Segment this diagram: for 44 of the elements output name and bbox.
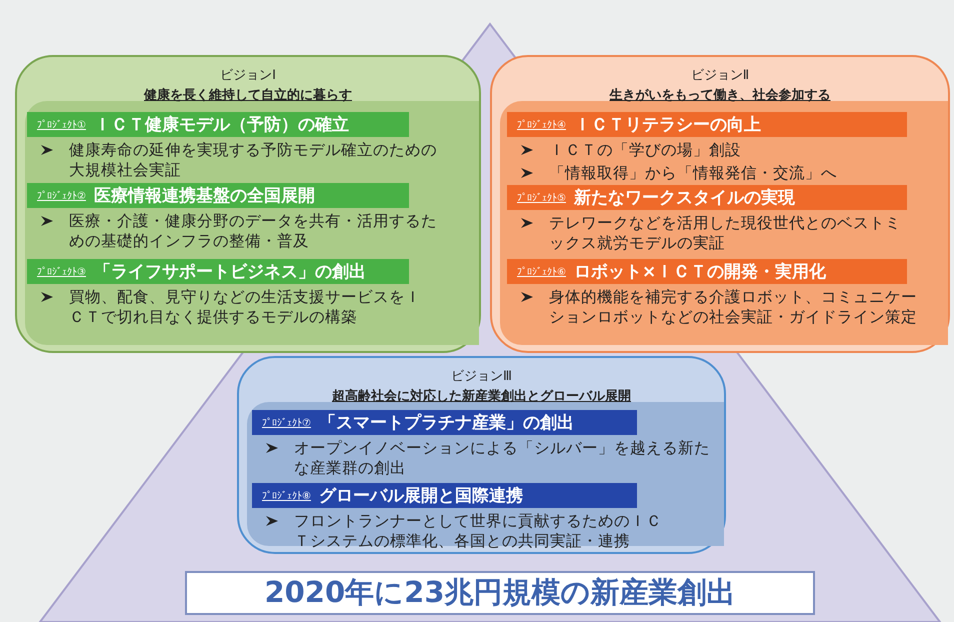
project-number: ﾌﾟﾛｼﾞｪｸﾄ⑦	[262, 416, 311, 428]
project-title: ＩＣＴ健康モデル（予防）の確立	[94, 114, 349, 136]
project-bar	[27, 112, 409, 137]
project-bar	[507, 112, 907, 137]
project-title: 医療情報連携基盤の全国展開	[94, 185, 315, 207]
vision-subtitle: 超高齢社会に対応した新産業創出とグローバル展開	[331, 388, 632, 405]
bullet-text: 「情報取得」から「情報発信・交流」へ	[549, 164, 837, 182]
vision-panel	[237, 356, 726, 554]
project-number: ﾌﾟﾛｼﾞｪｸﾄ⑧	[262, 490, 311, 502]
project-bar	[507, 185, 907, 210]
bullet-text: 身体的機能を補完する介護ロボット、コミュニケーションロボットなどの社会実証・ガイドライン策定	[549, 288, 917, 326]
bullet-text: 健康寿命の延伸を実現する予防モデル確立のための大規模社会実証	[69, 141, 437, 179]
project-title: ロボット×ＩＣＴの開発・実用化	[574, 261, 826, 283]
project-number: ﾌﾟﾛｼﾞｪｸﾄ①	[37, 118, 86, 130]
project-title: グローバル展開と国際連携	[318, 485, 523, 507]
project-title: 「スマートプラチナ産業」の創出	[318, 412, 574, 434]
project-title: 「ライフサポートビジネス」の創出	[94, 261, 366, 283]
vision-title: ビジョンⅢ	[450, 368, 513, 385]
bullet-text: オープンイノベーションによる「シルバー」を越える新たな産業群の創出	[294, 439, 710, 477]
project-bar	[27, 183, 409, 208]
project-title: 新たなワークスタイルの実現	[574, 187, 795, 209]
project-bar	[252, 410, 637, 435]
vision-title: ビジョンⅡ	[690, 67, 750, 84]
bullet-text: ＩＣＴの「学びの場」創設	[549, 141, 741, 159]
project-number: ﾌﾟﾛｼﾞｪｸﾄ⑥	[517, 266, 566, 278]
project-number: ﾌﾟﾛｼﾞｪｸﾄ⑤	[517, 192, 566, 204]
bullet-text: 買物、配食、見守りなどの生活支援サービスをＩＣＴで切れ目なく提供するモデルの構築	[69, 288, 421, 326]
vision-subtitle: 生きがいをもって働き、社会参加する	[608, 87, 832, 104]
project-bar	[507, 259, 907, 284]
vision-title: ビジョンⅠ	[219, 67, 277, 84]
vision-subtitle: 健康を長く維持して自立的に暮らす	[142, 86, 353, 104]
project-bar	[27, 259, 409, 284]
vision-panel	[15, 55, 481, 353]
vision-panel	[490, 55, 950, 353]
banner-box	[185, 571, 815, 615]
project-number: ﾌﾟﾛｼﾞｪｸﾄ②	[37, 190, 86, 202]
bullet-text: 医療・介護・健康分野のデータを共有・活用するための基礎的インフラの整備・普及	[69, 212, 437, 250]
project-number: ﾌﾟﾛｼﾞｪｸﾄ④	[517, 118, 566, 130]
project-bar	[252, 483, 637, 508]
project-number: ﾌﾟﾛｼﾞｪｸﾄ③	[37, 266, 86, 278]
banner-text: 2020年に23兆円規模の新産業創出	[264, 574, 736, 611]
bullet-text: テレワークなどを活用した現役世代とのベストミックス就労モデルの実証	[549, 214, 901, 252]
bullet-text: フロントランナーとして世界に貢献するためのＩＣＴシステムの標準化、各国との共同実証・連携	[294, 512, 662, 550]
project-title: ＩＣＴリテラシーの向上	[574, 114, 761, 136]
